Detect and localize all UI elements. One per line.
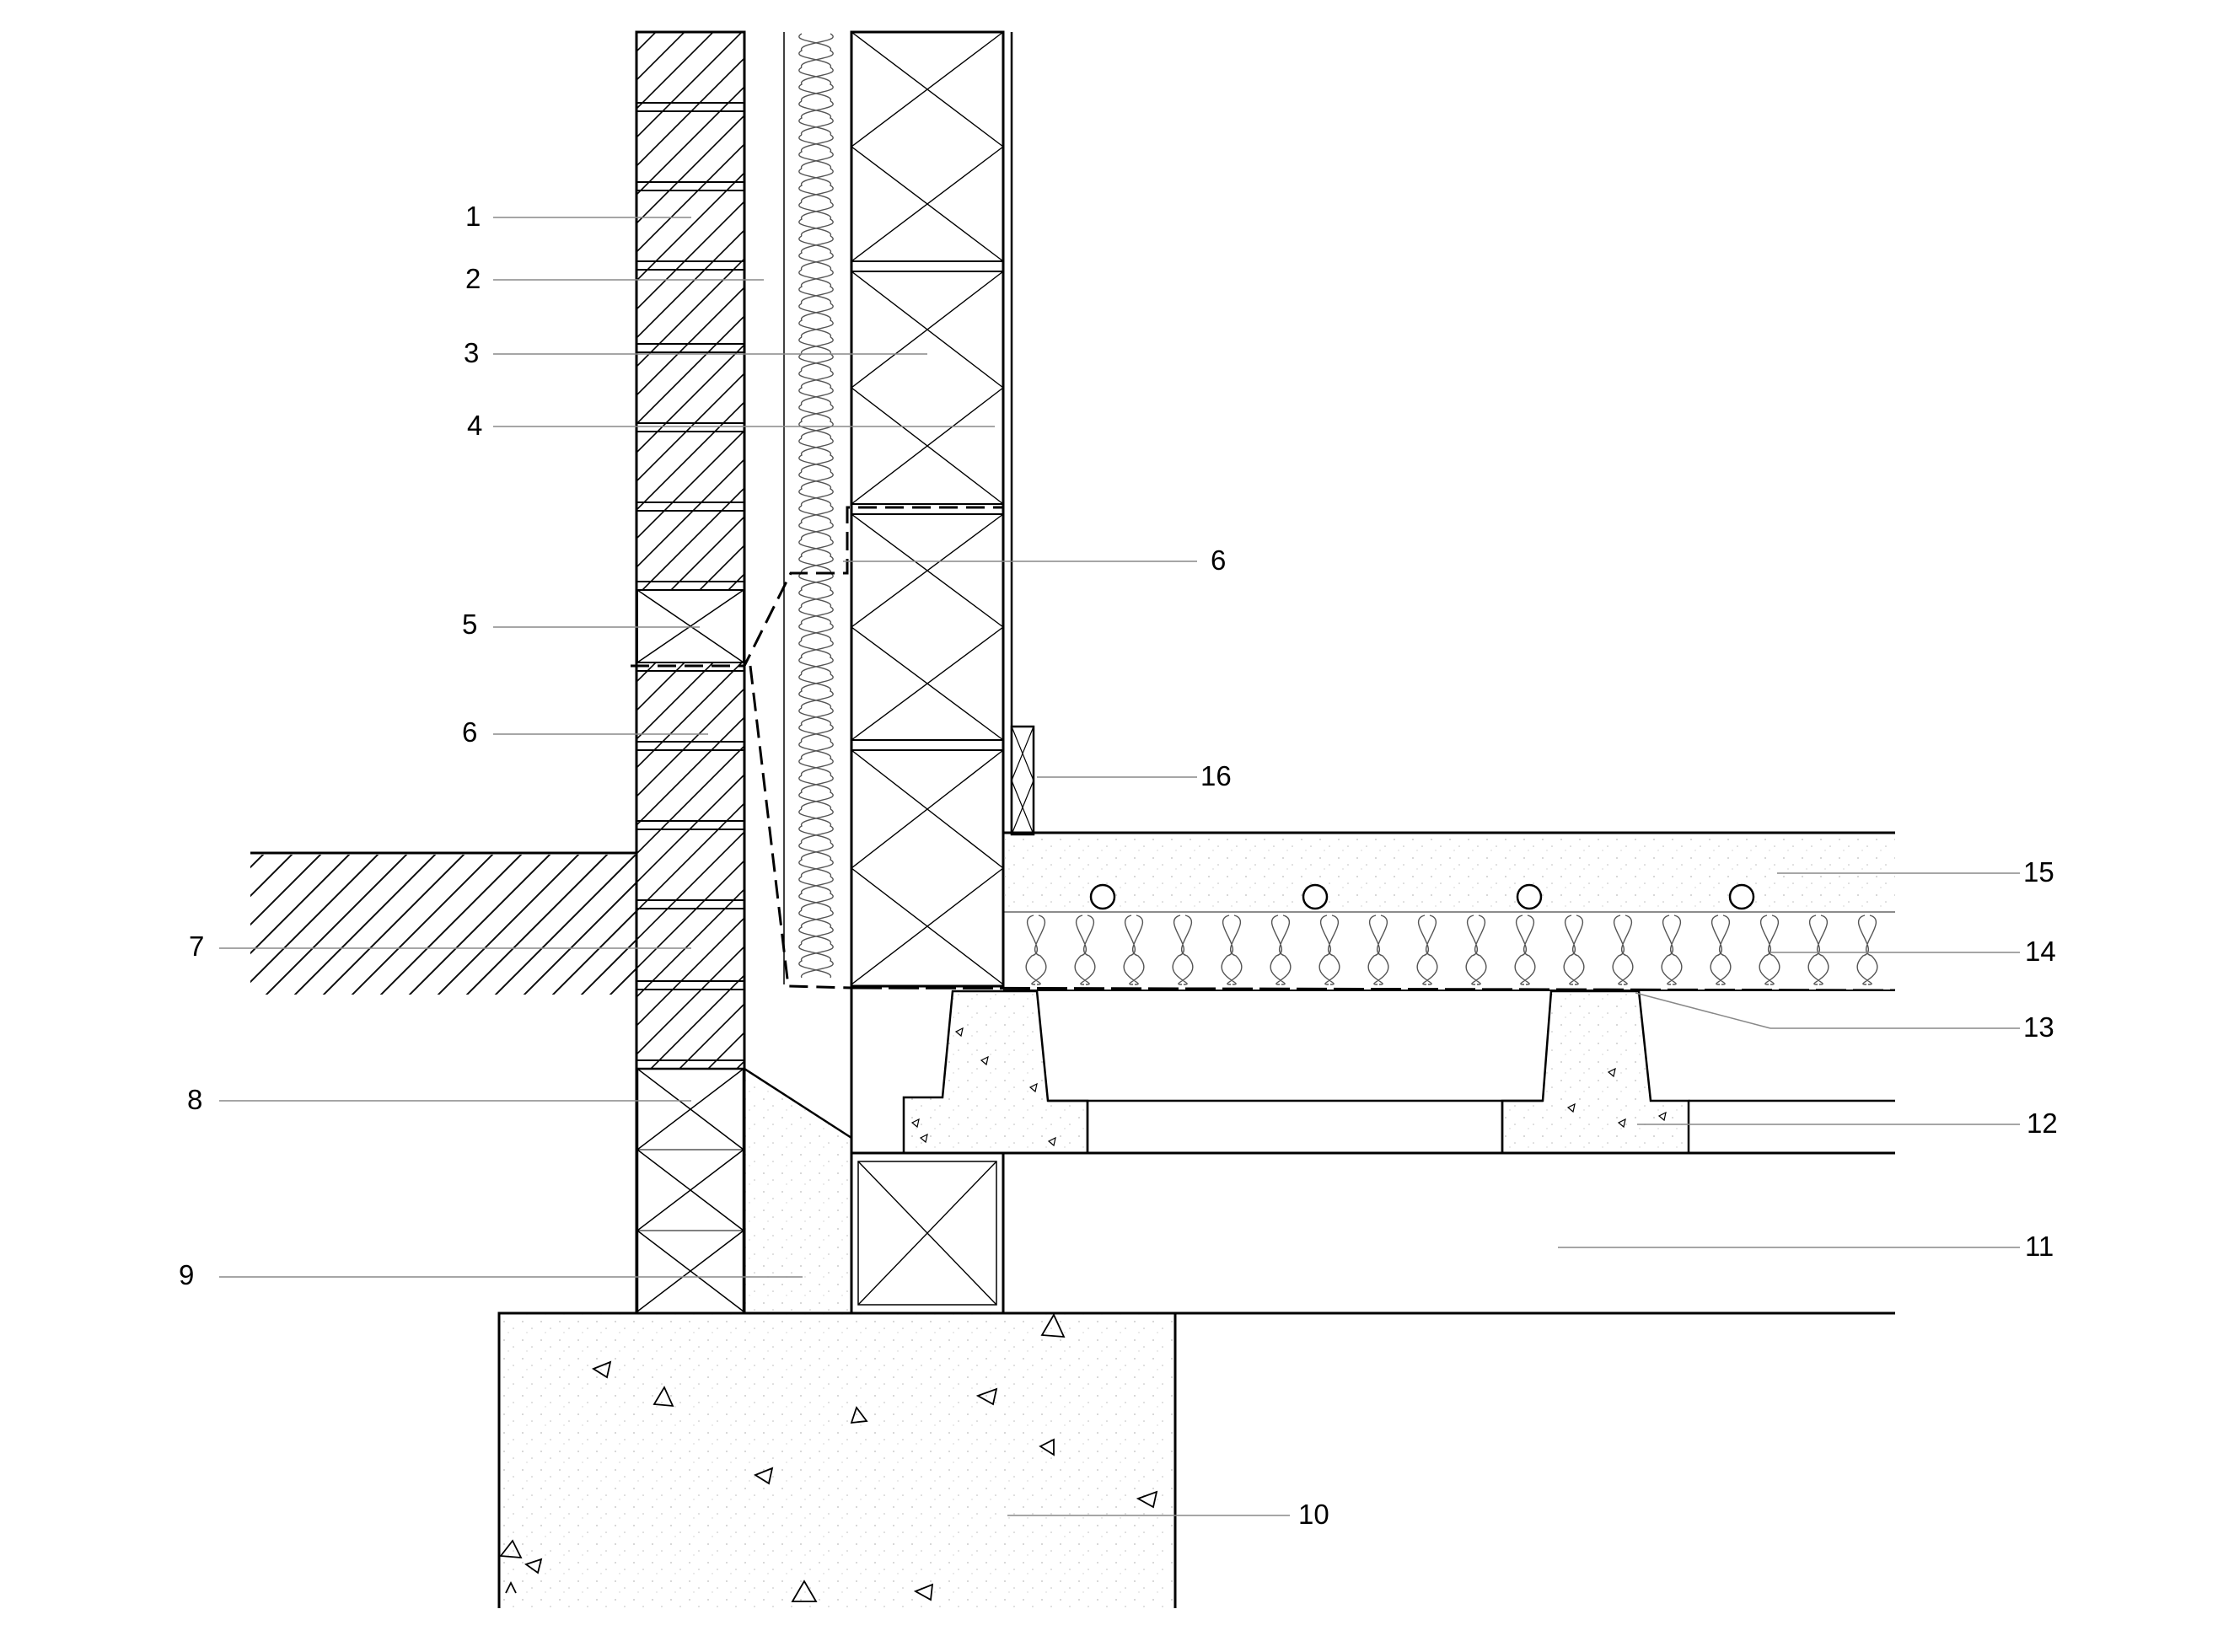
inner-leaf-foundation-block xyxy=(850,1151,1005,1315)
label-10: 10 xyxy=(1298,1499,1329,1530)
cavity-tray-dpc xyxy=(631,506,1896,992)
cavity-fill-lower xyxy=(744,1067,852,1313)
label-8: 8 xyxy=(187,1084,202,1115)
floor-insulation xyxy=(1025,914,1878,985)
label-7: 7 xyxy=(189,931,204,962)
label-9: 9 xyxy=(179,1259,194,1290)
concrete-foundation xyxy=(497,1311,1177,1608)
label-11: 11 xyxy=(2025,1231,2054,1262)
earth-mask xyxy=(202,995,641,1096)
floor-insulation-hatch xyxy=(1025,914,1878,985)
label-16: 16 xyxy=(1200,760,1232,791)
label-4: 4 xyxy=(467,410,482,441)
floor-screed xyxy=(1003,831,1895,913)
callout-labels: 1 2 3 4 5 6 6 7 8 9 10 11 12 13 14 15 16 xyxy=(179,201,2058,1530)
label-14: 14 xyxy=(2025,936,2056,967)
leaf-outlines xyxy=(635,32,1005,1313)
label-6-upper: 6 xyxy=(1211,544,1226,576)
label-3: 3 xyxy=(464,337,479,368)
label-5: 5 xyxy=(462,609,477,640)
label-15: 15 xyxy=(2023,856,2054,888)
label-1: 1 xyxy=(465,201,481,232)
beam-and-block-floor xyxy=(850,990,1895,1155)
leader-lines xyxy=(219,217,2020,1516)
label-13: 13 xyxy=(2023,1011,2054,1043)
label-2: 2 xyxy=(465,263,481,294)
skirting-board xyxy=(1010,725,1035,836)
inner-block-leaf xyxy=(850,30,1013,988)
cavity-insulation xyxy=(783,32,834,984)
sub-floor-void xyxy=(1003,1151,1895,1315)
label-6-lower: 6 xyxy=(462,716,477,748)
label-12: 12 xyxy=(2027,1108,2058,1139)
